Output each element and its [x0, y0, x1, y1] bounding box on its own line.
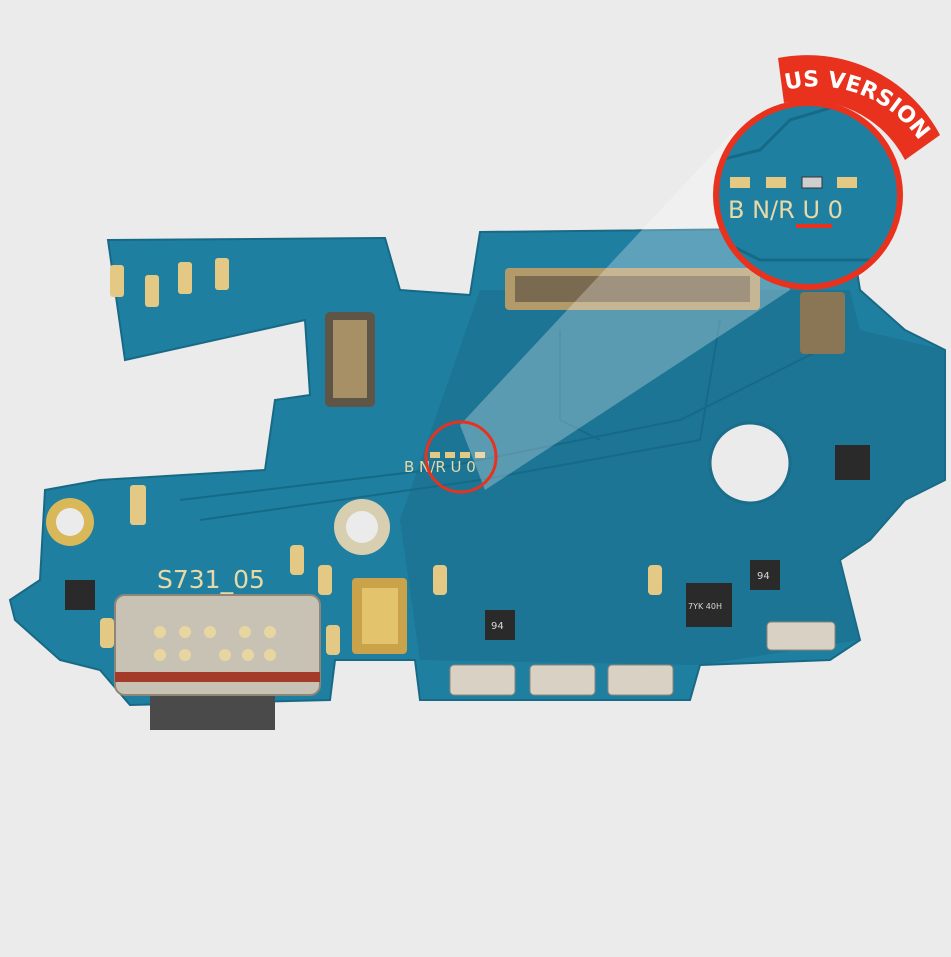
highlight-underline [796, 224, 832, 228]
region-marking-magnified: B N/R U 0 [728, 196, 843, 224]
smd-pads [100, 258, 662, 655]
region-marking-small: B N/R U 0 [404, 458, 476, 476]
callout-small-circle [424, 420, 498, 494]
pcb-traces [179, 319, 841, 521]
board-label: S731_05 [157, 565, 265, 594]
ic-chips [65, 445, 870, 640]
contact-springs [449, 621, 836, 696]
callout-cone [460, 130, 790, 490]
board-connector [325, 268, 845, 407]
mounting-hole [708, 421, 792, 505]
magnified-view: B N/R U 0 [716, 103, 900, 287]
chip-label: 94 [491, 621, 504, 632]
usb-c-port [114, 594, 321, 730]
chip-label: 94 [757, 571, 770, 582]
callout-large-circle [713, 100, 903, 290]
chip-label: 7YK 40H [688, 602, 722, 611]
